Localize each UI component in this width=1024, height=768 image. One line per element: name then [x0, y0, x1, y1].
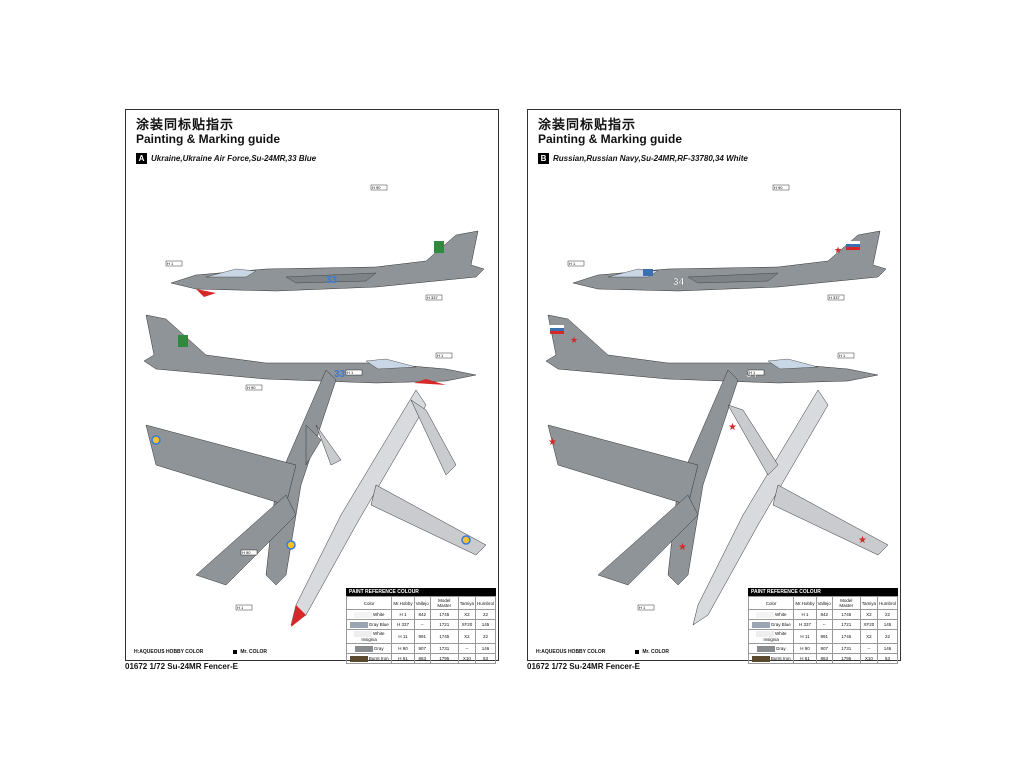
- bottom-view-b: ★ ★: [692, 389, 889, 626]
- tail-emblem-left: [178, 335, 188, 347]
- svg-text:H 1: H 1: [839, 353, 846, 358]
- scheme-heading: B Russian,Russian Navy,Su-24MR,RF-33780,…: [538, 153, 748, 164]
- svg-text:H 90: H 90: [372, 185, 381, 190]
- side-profile-right-b: 34 ★: [572, 230, 887, 292]
- paint-brand-legend: H:AQUEOUS HOBBY COLOR Mr. COLOR: [134, 649, 267, 655]
- aircraft-drawing-b: 34 ★ 34 ★ ★ ★ ★ ★ H 1 H 90 H 3: [545, 184, 889, 626]
- aqueous-legend: H:AQUEOUS HOBBY COLOR: [134, 649, 204, 655]
- sheet-b: 涂装同标贴指示 Painting & Marking guide B Russi…: [527, 109, 901, 664]
- paint-brand-legend: H:AQUEOUS HOBBY COLOR Mr. COLOR: [536, 649, 669, 655]
- paint-reference-table: PAINT REFERENCE COLOUR Color Mr.Hobby Va…: [747, 588, 899, 664]
- paint-table-header: Color Mr.Hobby Vallejo Model Master Tami…: [345, 596, 497, 610]
- title-english: Painting & Marking guide: [136, 132, 281, 146]
- side-profile-left-b: 34 ★: [545, 314, 879, 384]
- svg-text:H 1: H 1: [639, 605, 646, 610]
- side-profile-left-a: 33: [143, 314, 477, 385]
- scheme-text: Ukraine,Ukraine Air Force,Su-24MR,33 Blu…: [151, 154, 317, 163]
- svg-text:H 1: H 1: [437, 353, 444, 358]
- red-star-icon: ★: [728, 422, 737, 433]
- color-callout-tags: H 1 H 90 H 337 H 1 H 1 H 1: [567, 184, 855, 611]
- svg-text:H 90: H 90: [242, 550, 251, 555]
- color-swatch: [349, 621, 368, 628]
- scheme-letter-badge: A: [136, 153, 147, 164]
- red-star-icon: ★: [548, 437, 557, 448]
- svg-text:H 1: H 1: [237, 605, 244, 610]
- aqueous-legend: H:AQUEOUS HOBBY COLOR: [536, 649, 606, 655]
- svg-text:H 1: H 1: [569, 261, 576, 266]
- top-view-a: [145, 369, 337, 586]
- svg-text:H 337: H 337: [427, 295, 438, 300]
- svg-text:H 337: H 337: [829, 295, 840, 300]
- color-callout-tags: H 1 H 90 H 337 H 1 H 1 H 90 H 90 H 1: [165, 184, 453, 611]
- paint-table-caption: PAINT REFERENCE COLOUR: [346, 588, 496, 596]
- mrcolor-legend: Mr. COLOR: [233, 649, 267, 655]
- svg-text:H 90: H 90: [247, 385, 256, 390]
- side-number-mark-left: 33: [334, 369, 346, 380]
- color-swatch: [755, 611, 774, 618]
- side-number-mark: 33: [326, 275, 338, 286]
- title-chinese: 涂装同标贴指示: [538, 117, 637, 132]
- red-star-icon: ★: [570, 335, 578, 345]
- paint-table-caption: PAINT REFERENCE COLOUR: [748, 588, 898, 596]
- color-swatch: [349, 655, 368, 662]
- top-view-b: ★ ★: [547, 369, 739, 586]
- paint-reference-table: PAINT REFERENCE COLOUR Color Mr.Hobby Va…: [345, 588, 497, 664]
- color-swatch: [353, 631, 372, 637]
- scheme-text: Russian,Russian Navy,Su-24MR,RF-33780,34…: [553, 154, 748, 163]
- aircraft-drawing-a: 33 33 H 1: [143, 184, 487, 627]
- red-star-icon: ★: [834, 245, 842, 255]
- footer-kit-number: 01672 1/72 Su-24MR Fencer-E: [527, 662, 640, 671]
- color-swatch: [354, 645, 373, 652]
- color-swatch: [751, 621, 770, 628]
- mrcolor-square-icon: [635, 650, 640, 654]
- scheme-letter-badge: B: [538, 153, 549, 164]
- scheme-heading: A Ukraine,Ukraine Air Force,Su-24MR,33 B…: [136, 153, 316, 164]
- color-swatch: [751, 655, 770, 662]
- svg-text:H 1: H 1: [347, 370, 354, 375]
- bottom-view-a: [290, 389, 487, 627]
- svg-text:H 1: H 1: [167, 261, 174, 266]
- color-swatch: [755, 631, 774, 637]
- mrcolor-square-icon: [233, 650, 238, 654]
- tail-emblem: [434, 241, 444, 253]
- footer-kit-number: 01672 1/72 Su-24MR Fencer-E: [125, 662, 238, 671]
- red-star-icon: ★: [858, 535, 867, 546]
- svg-text:H 1: H 1: [749, 370, 756, 375]
- side-number-mark: 34: [673, 277, 685, 288]
- naval-ensign: [643, 269, 653, 276]
- paint-table-header: Color Mr.Hobby Vallejo Model Master Tami…: [747, 596, 899, 610]
- side-profile-right-a: 33: [170, 230, 485, 297]
- title-chinese: 涂装同标贴指示: [136, 117, 235, 132]
- title-english: Painting & Marking guide: [538, 132, 683, 146]
- color-swatch: [353, 611, 372, 618]
- color-swatch: [756, 645, 775, 652]
- sheet-a: 涂装同标贴指示 Painting & Marking guide A Ukrai…: [125, 109, 499, 664]
- svg-text:H 90: H 90: [774, 185, 783, 190]
- mrcolor-legend: Mr. COLOR: [635, 649, 669, 655]
- red-star-icon: ★: [678, 542, 687, 553]
